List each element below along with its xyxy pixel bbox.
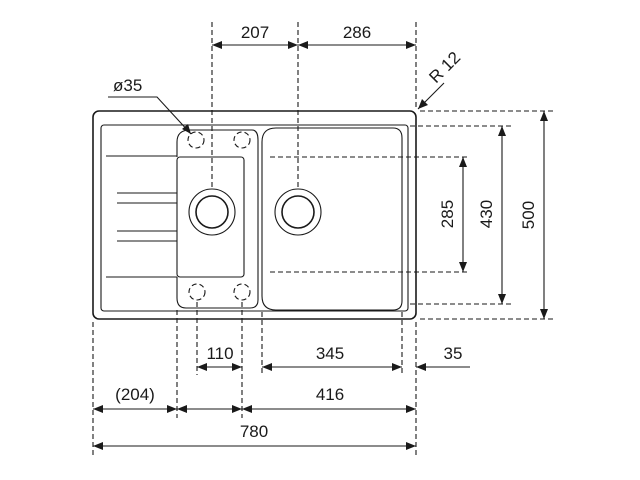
dim-bowl-width	[262, 363, 402, 371]
dim-label-430: 430	[477, 200, 496, 228]
dim-height-total	[540, 111, 548, 319]
dim-height-inner	[459, 157, 467, 272]
dim-total-width	[93, 442, 416, 450]
dim-height-bowl	[498, 126, 506, 304]
dim-label-416: 416	[316, 385, 344, 404]
dim-holes-spacing	[197, 363, 242, 371]
dim-rim-offset	[416, 363, 470, 371]
drainer-area	[106, 155, 177, 278]
hole-diameter-label: ø35	[113, 76, 142, 95]
sink-outline	[92, 110, 417, 320]
dim-label-345: 345	[316, 344, 344, 363]
large-bowl	[261, 127, 403, 311]
dim-top-left	[212, 41, 298, 49]
dim-drainer-width	[93, 405, 177, 413]
radius-leader	[417, 82, 445, 110]
drain-small	[188, 188, 236, 236]
dim-label-35: 35	[444, 344, 463, 363]
small-bowl	[176, 129, 259, 309]
extension-lines	[92, 22, 555, 455]
radius-label: R 12	[425, 48, 464, 87]
dim-label-207: 207	[241, 23, 269, 42]
dim-sink-width	[177, 405, 416, 413]
dim-label-780: 780	[240, 422, 268, 441]
dim-label-110: 110	[206, 344, 233, 363]
hole-diameter-leader	[108, 96, 192, 135]
dim-label-204: (204)	[115, 385, 155, 404]
dim-label-286: 286	[343, 23, 371, 42]
dim-top-right	[298, 41, 416, 49]
drain-large	[274, 188, 322, 236]
dim-label-500: 500	[519, 201, 538, 229]
dim-label-285: 285	[438, 200, 457, 228]
tap-holes	[187, 131, 251, 301]
